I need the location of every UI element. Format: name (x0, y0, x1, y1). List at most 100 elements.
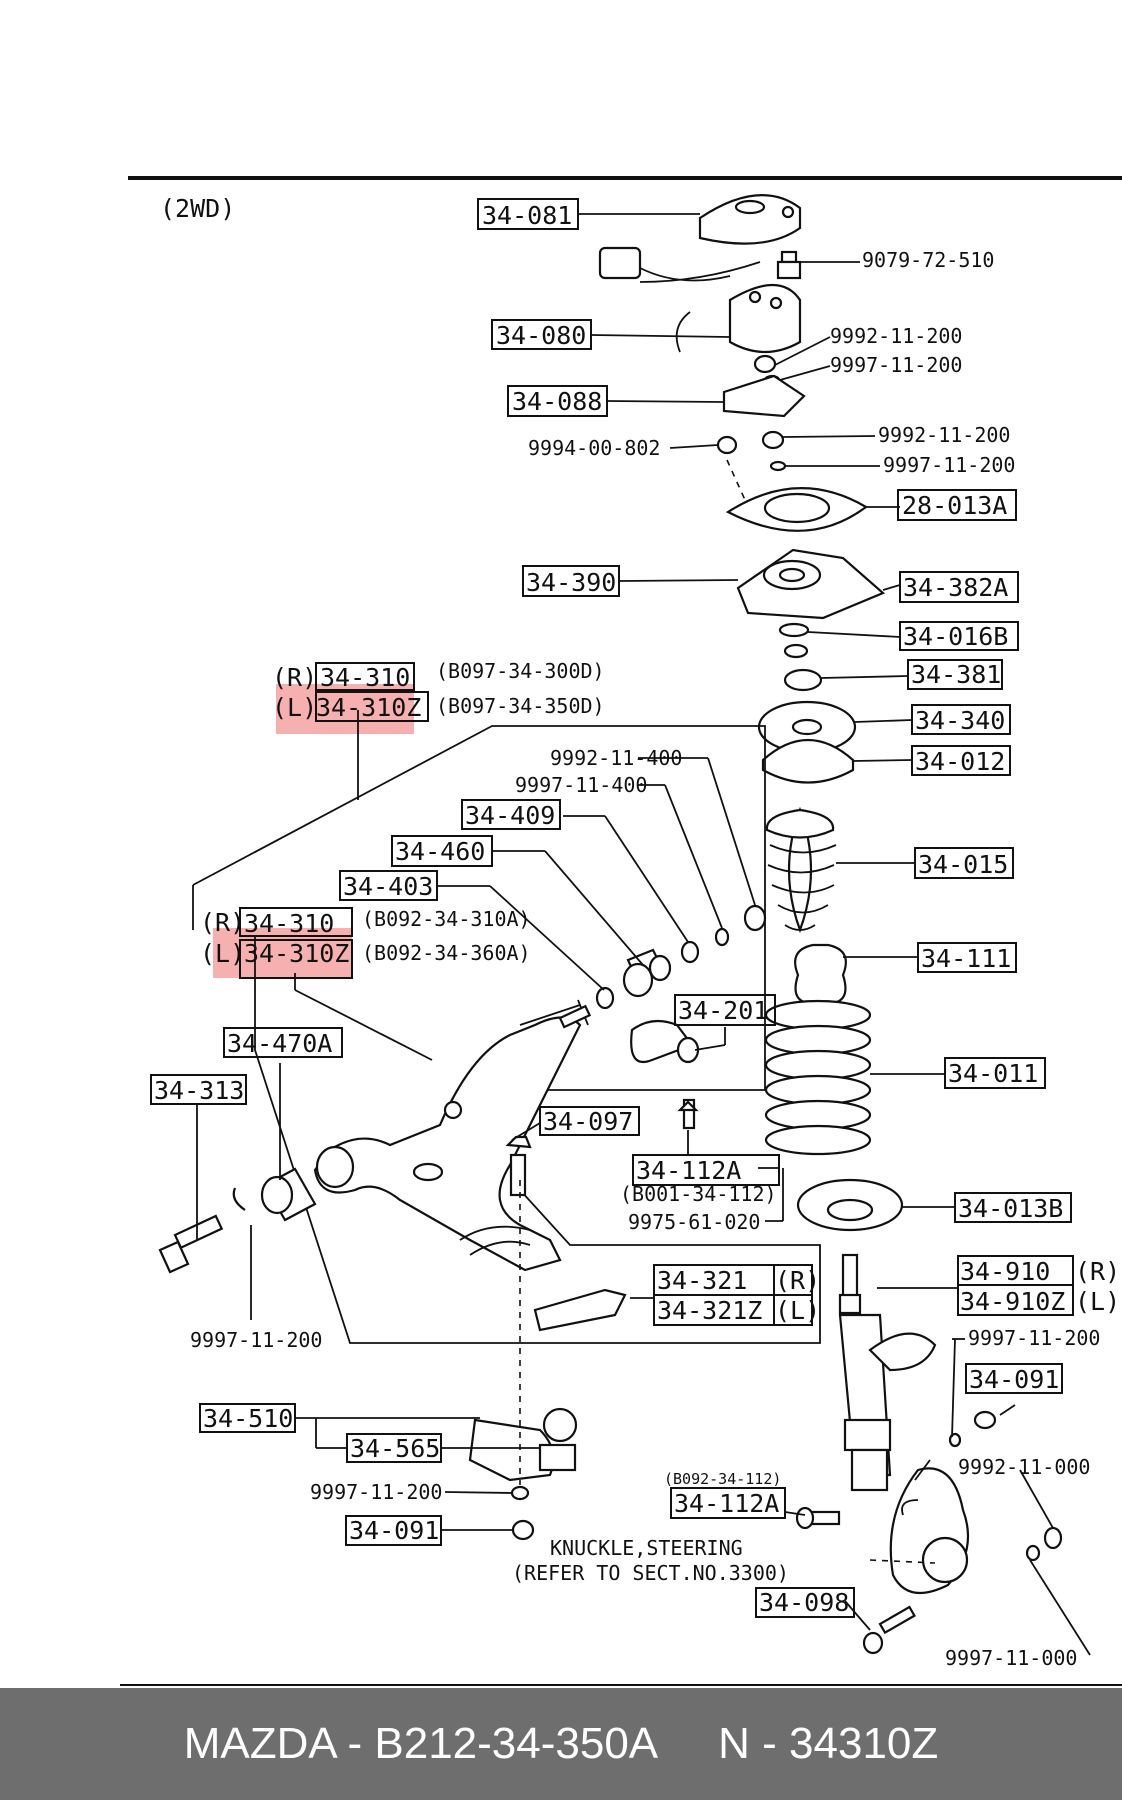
bolt-34-313 (158, 1214, 224, 1274)
upper-arm-frame (192, 725, 766, 1091)
actuator-unit (598, 246, 802, 353)
spring-34-011 (764, 999, 872, 1156)
leader-lines (196, 213, 1091, 1656)
ball-joint-34-565 (468, 1407, 578, 1482)
strut-side-l: (L) (1075, 1287, 1120, 1316)
clip (232, 1187, 246, 1211)
footer-part-number: MAZDA - B212-34-350A (183, 1719, 659, 1768)
ref-upper-l: (B097-34-350D) (436, 694, 605, 718)
upper-mount-cap (698, 194, 802, 245)
label-34-011: 34-011 (948, 1059, 1038, 1088)
washer-34-016B (778, 622, 810, 638)
bracket-34-088 (722, 374, 806, 418)
footer-cross-reference: N - 34310Z (718, 1719, 939, 1768)
bolt-34-098 (862, 1605, 916, 1655)
label-34-098: 34-098 (759, 1588, 849, 1617)
label-upper-arm-r: 34-310 (320, 663, 410, 692)
label-34-088: 34-088 (512, 387, 602, 416)
plate-side-l: (L) (775, 1296, 820, 1325)
guide-dash-1 (726, 459, 746, 501)
label-34-081: 34-081 (482, 201, 572, 230)
label-34-097: 34-097 (543, 1107, 633, 1136)
label-34-321Z: 34-321Z (657, 1296, 762, 1325)
hw-9994-00-802: 9994-00-802 (528, 436, 660, 460)
ref-b092: (B092-34-112) (664, 1470, 781, 1488)
label-34-091-right: 34-091 (969, 1365, 1059, 1394)
plate-side-r: (R) (775, 1266, 820, 1295)
label-34-313: 34-313 (154, 1076, 244, 1105)
ref-lower-l: (B092-34-360A) (362, 941, 531, 965)
footer-bar: MAZDA - B212-34-350A N - 34310Z (0, 1688, 1122, 1800)
label-34-910: 34-910 (960, 1257, 1050, 1286)
label-34-381: 34-381 (911, 660, 1001, 689)
knuckle (889, 1459, 970, 1595)
hw-9992-11-400: 9992-11-400 (550, 746, 682, 770)
nut-knuckle (1025, 1526, 1063, 1562)
knuckle-line-2: (REFER TO SECT.NO.3300) (512, 1561, 789, 1585)
washer-lower (510, 1485, 530, 1501)
label-34-910Z: 34-910Z (960, 1287, 1065, 1316)
nut-lower (511, 1519, 535, 1541)
bumper-34-111 (794, 943, 847, 1005)
label-34-015: 34-015 (918, 850, 1008, 879)
bolt-34-112A-lower (795, 1506, 841, 1530)
ref-lower-r: (B092-34-310A) (362, 907, 531, 931)
upper-side-r: (R) (272, 663, 317, 692)
hw-9992-11-200-a: 9992-11-200 (830, 324, 962, 348)
boot-34-015 (765, 806, 837, 934)
lower-control-arm (313, 999, 592, 1272)
washer-34-409 (680, 940, 700, 964)
label-34-012: 34-012 (915, 747, 1005, 776)
washer-9997-11-400 (714, 927, 730, 947)
hw-9975-61-020: 9975-61-020 (628, 1210, 760, 1234)
lower-frame (254, 935, 821, 1344)
lower-side-l: (L) (200, 939, 245, 968)
label-34-510: 34-510 (203, 1404, 293, 1433)
label-34-080: 34-080 (496, 321, 586, 350)
section-label: (2WD) (160, 194, 235, 223)
parts-diagram: (2WD) (120, 176, 1122, 1686)
strut-side-r: (R) (1075, 1257, 1120, 1286)
bolt-34-112A-upper (677, 1098, 699, 1130)
strut-34-910 (838, 1253, 937, 1492)
knuckle-line-1: KNUCKLE,STEERING (550, 1536, 743, 1560)
label-34-112A-lower: 34-112A (674, 1489, 779, 1518)
hw-9079-72-510: 9079-72-510 (862, 248, 994, 272)
label-lower-arm-r: 34-310 (244, 909, 334, 938)
mount-34-390 (736, 548, 886, 620)
nut-3 (761, 430, 785, 450)
plate-34-321 (533, 1288, 627, 1332)
bracket-34-201 (630, 1019, 700, 1064)
label-34-403: 34-403 (343, 872, 433, 901)
hw-9997-11-000: 9997-11-000 (945, 1646, 1077, 1670)
label-34-091-lower: 34-091 (349, 1516, 439, 1545)
ref-upper-r: (B097-34-300D) (436, 659, 605, 683)
label-34-565: 34-565 (350, 1434, 440, 1463)
gasket-28-013A (725, 487, 868, 532)
hw-9992-11-000: 9992-11-000 (958, 1455, 1090, 1479)
label-28-013A: 28-013A (902, 491, 1007, 520)
nut-1 (753, 354, 777, 374)
nut-9992-11-400 (743, 904, 767, 932)
hw-9997-11-400: 9997-11-400 (515, 773, 647, 797)
label-34-460: 34-460 (395, 837, 485, 866)
small-bolt (776, 250, 802, 280)
label-lower-arm-l: 34-310Z (244, 939, 349, 968)
label-34-321: 34-321 (657, 1266, 747, 1295)
label-34-470A: 34-470A (227, 1029, 332, 1058)
bolt-34-097 (505, 1135, 532, 1197)
ref-b001: (B001-34-112) (620, 1182, 777, 1206)
label-34-382A: 34-382A (903, 573, 1008, 602)
label-34-013B: 34-013B (958, 1194, 1063, 1223)
label-boxes (150, 198, 1074, 1618)
bushing-34-470A (260, 1167, 317, 1222)
upper-side-l: (L) (272, 693, 317, 722)
seat-34-012 (761, 739, 855, 784)
bearing-34-381 (783, 668, 823, 692)
nut-2 (716, 435, 738, 455)
seat-34-340 (757, 700, 857, 754)
label-upper-arm-l: 34-310Z (316, 693, 421, 722)
lower-side-r: (R) (200, 908, 245, 937)
label-34-390: 34-390 (526, 568, 616, 597)
hw-9997-11-200-right: 9997-11-200 (968, 1326, 1100, 1350)
